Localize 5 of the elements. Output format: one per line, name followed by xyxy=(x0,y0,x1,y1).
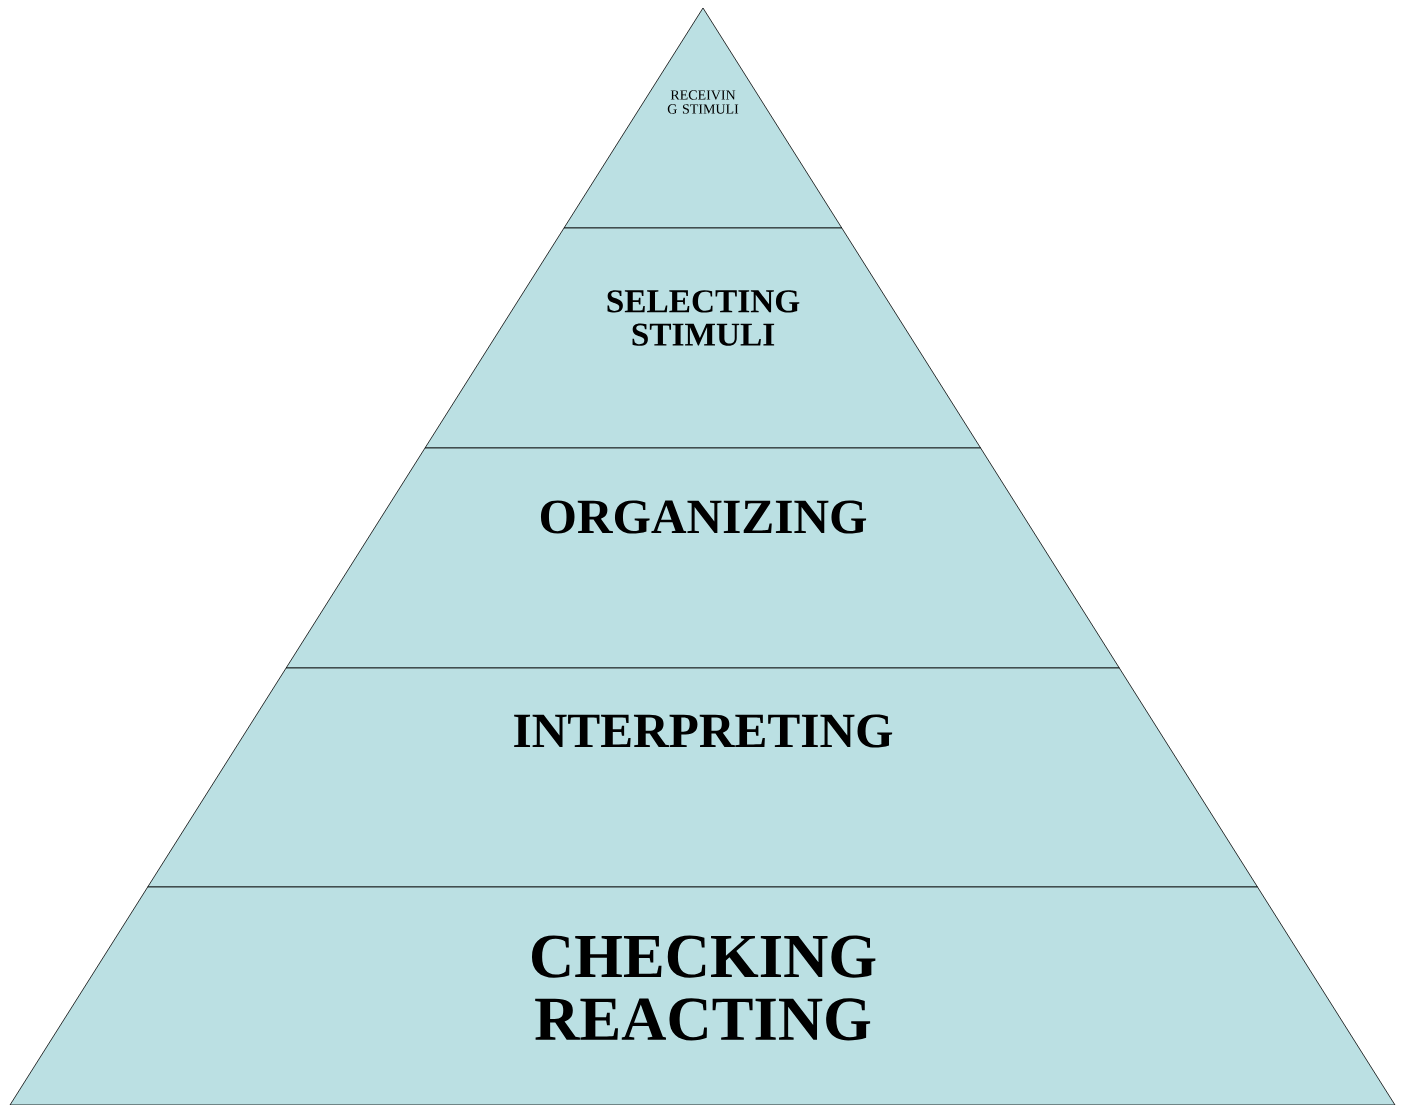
pyramid-band: INTERPRETING xyxy=(147,667,1258,888)
pyramid-band: CHECKING REACTING xyxy=(9,886,1396,1105)
pyramid-band: SELECTING STIMULI xyxy=(424,227,981,449)
pyramid-band: ORGANIZING xyxy=(285,447,1120,669)
pyramid-band: RECEIVIN G STIMULI xyxy=(563,7,843,229)
